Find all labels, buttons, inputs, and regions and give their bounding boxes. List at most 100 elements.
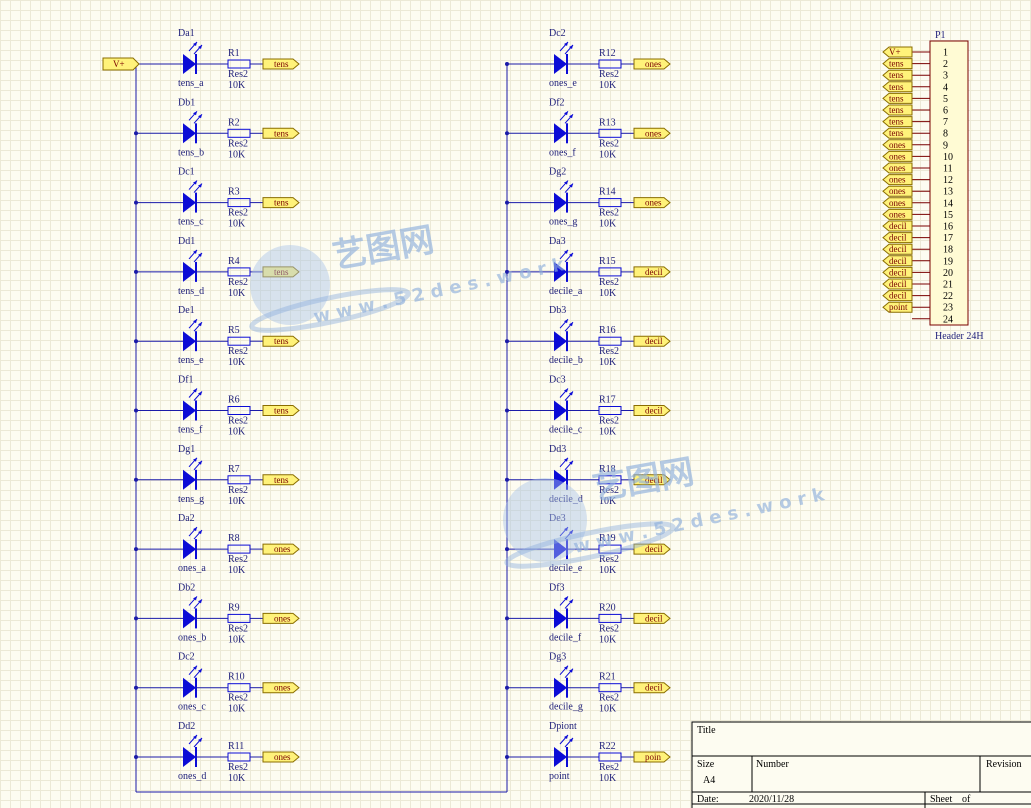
diode-designator: Db2 [178,582,195,593]
header-port-label: decil [889,221,907,231]
arrow-head-icon [564,388,568,393]
date-label: Date: [697,794,719,805]
header-designator: P1 [935,30,946,41]
arrow-head-icon [569,322,573,327]
net-port-tens_a[interactable]: tens [262,58,300,70]
header-port-label: decil [889,279,907,289]
net-port-decile_c[interactable]: decil [633,405,671,416]
resistor-value: 10K [228,288,246,299]
header-pin-1[interactable]: 1V+ [882,46,948,59]
net-port-tens_d[interactable]: tens [262,266,300,278]
header-port-label: ones [889,198,906,208]
led-symbol-icon [183,331,196,352]
net-port-ones_a[interactable]: ones [262,543,300,555]
resistor-symbol-icon [598,683,622,693]
header-port-shape [882,197,913,209]
supply-port[interactable]: V+ [102,57,140,71]
net-port-decile_e[interactable]: decil [633,543,671,555]
led-symbol-icon [183,677,196,698]
resistor-type: Res2 [599,208,619,219]
net-port-decile_d[interactable]: decil [633,474,671,486]
diode-net-name: decile_d [549,494,583,505]
net-port-decile_b[interactable]: decil [633,335,671,347]
net-port-tens_b[interactable]: tens [262,127,300,139]
header-p1[interactable]: P1 1V+2tens3tens4tens5tens6tens7tens8ten… [882,30,984,342]
diode-designator: Db3 [549,305,566,316]
arrow-head-icon [198,599,202,604]
header-port-shape [882,243,913,255]
net-port-ones_e[interactable]: ones [633,58,671,70]
net-port-ones_c[interactable]: ones [262,682,300,694]
net-port-ones_g[interactable]: ones [633,197,671,209]
net-port-decile_g[interactable]: decil [633,682,671,694]
net-port-ones_d[interactable]: ones [262,751,300,763]
header-port-label: decil [889,244,907,254]
net-port-tens_g[interactable]: tens [262,474,300,486]
net-port-decile_f[interactable]: decil [633,612,671,624]
junction-dot [505,755,509,759]
resistor-designator: R12 [599,48,616,59]
junction-dot [505,269,509,274]
resistor-type: Res2 [599,69,619,80]
resistor-designator: R8 [228,533,240,544]
net-port-ones_b[interactable]: ones [262,612,300,624]
header-pin-24[interactable]: 24 [912,314,953,325]
net-port-tens_e[interactable]: tens [262,335,300,347]
net-port-tens_c[interactable]: tens [262,197,300,209]
junction-dot [134,269,138,274]
net-port-ones_f[interactable]: ones [633,127,671,139]
net-port-point[interactable]: poin [633,751,671,763]
diode-designator: Dg3 [549,652,566,663]
header-port-label: ones [889,140,906,150]
net-port-tens_f[interactable]: tens [262,405,300,416]
arrow-head-icon [193,735,197,739]
net-port-decile_a[interactable]: decil [633,266,671,278]
header-port-shape [882,290,913,302]
